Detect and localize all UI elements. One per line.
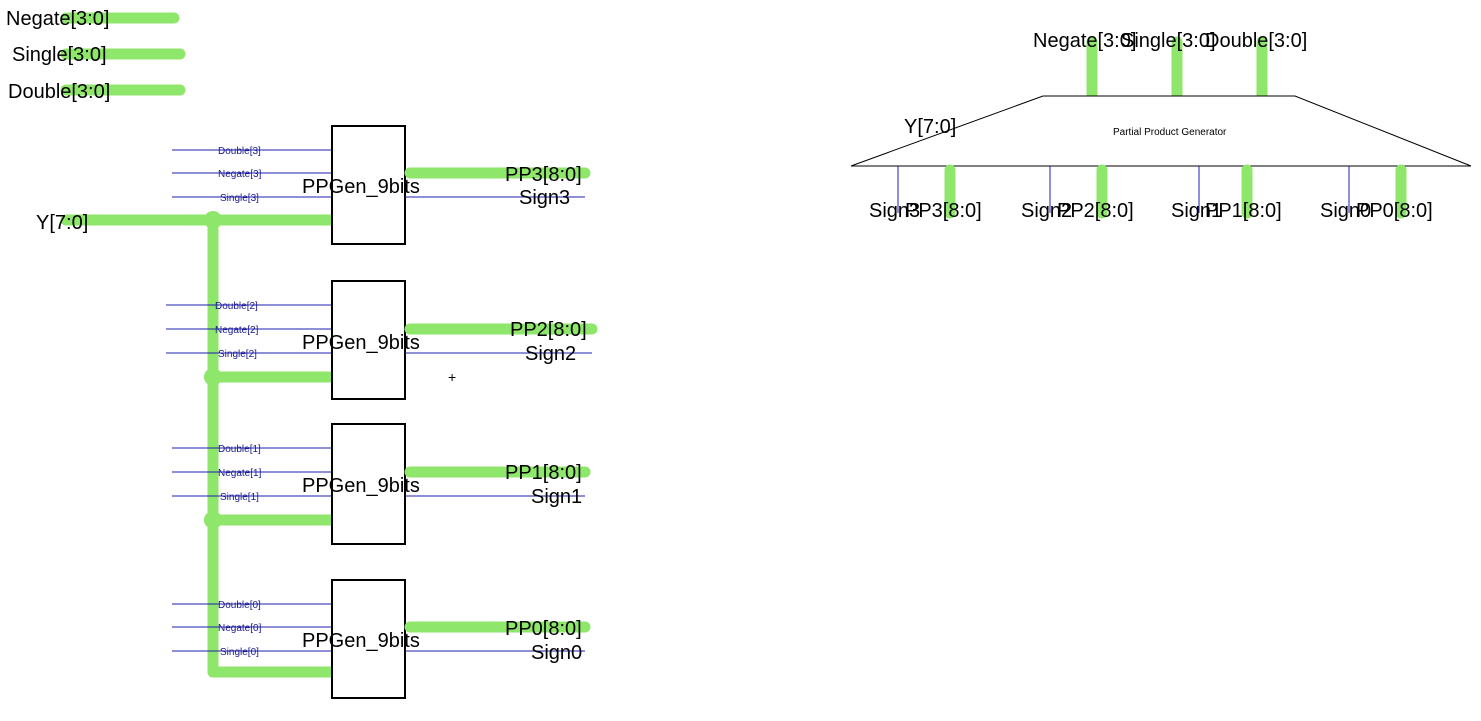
- cursor-crosshair: +: [448, 369, 456, 385]
- input-label: Negate[2]: [215, 325, 259, 336]
- ppg-symbol-body[interactable]: [850, 95, 1472, 167]
- negate-input-label: Negate[3:0]: [6, 8, 109, 30]
- input-label: Negate[0]: [218, 623, 262, 634]
- ppgen-box[interactable]: [331, 280, 406, 400]
- input-label: Single[2]: [218, 349, 257, 360]
- ppgen-box[interactable]: [331, 423, 406, 545]
- sign-output-label: Sign3: [519, 187, 570, 209]
- input-label: Single[0]: [220, 647, 259, 658]
- input-label: Double[3]: [218, 146, 261, 157]
- input-label: Single[3]: [220, 193, 259, 204]
- ppgen-box[interactable]: [331, 125, 406, 245]
- symbol-sign-label: Sign3: [869, 200, 920, 222]
- input-label: Double[0]: [218, 600, 261, 611]
- input-label: Double[1]: [218, 444, 261, 455]
- symbol-negate-label: Negate[3:0]: [1033, 30, 1136, 52]
- block-name-label: PPGen_9bits: [302, 332, 420, 354]
- block-name-label: PPGen_9bits: [302, 475, 420, 497]
- input-label: Negate[1]: [218, 468, 262, 479]
- pp-output-label: PP1[8:0]: [505, 462, 582, 484]
- ppgen-block-1[interactable]: Double[1] Negate[1] Single[1] PPGen_9bit…: [172, 423, 591, 545]
- sign-output-label: Sign1: [531, 486, 582, 508]
- junction-dot: [204, 368, 222, 386]
- input-label: Negate[3]: [218, 169, 262, 180]
- ppg-symbol[interactable]: Partial Product Generator Y[7:0] Negate[…: [850, 30, 1472, 222]
- y-bus: Y[7:0]: [36, 211, 336, 678]
- ppgen-block-2[interactable]: Double[2] Negate[2] Single[2] PPGen_9bit…: [166, 280, 598, 400]
- symbol-single-label: Single[3:0]: [1121, 30, 1216, 52]
- symbol-pp-label: PP0[8:0]: [1356, 200, 1433, 222]
- y-input-label: Y[7:0]: [36, 212, 88, 234]
- ppgen-block-0[interactable]: Double[0] Negate[0] Single[0] PPGen_9bit…: [172, 579, 591, 699]
- ppgen-box[interactable]: [331, 579, 406, 699]
- symbol-sign-label: Sign1: [1171, 200, 1222, 222]
- symbol-pp-label: PP1[8:0]: [1205, 200, 1282, 222]
- ppg-symbol-title: Partial Product Generator: [1113, 127, 1227, 138]
- symbol-pp-label: PP3[8:0]: [905, 200, 982, 222]
- single-input-label: Single[3:0]: [12, 44, 107, 66]
- input-label: Double[2]: [215, 301, 258, 312]
- pp-output-label: PP3[8:0]: [505, 164, 582, 186]
- junction-dot: [204, 511, 222, 529]
- double-input-label: Double[3:0]: [8, 81, 110, 103]
- pp-output-label: PP0[8:0]: [505, 618, 582, 640]
- top-left-inputs: Negate[3:0] Single[3:0] Double[3:0]: [6, 8, 186, 103]
- junction-dot: [204, 211, 222, 229]
- block-name-label: PPGen_9bits: [302, 630, 420, 652]
- symbol-sign-label: Sign0: [1320, 200, 1371, 222]
- symbol-double-label: Double[3:0]: [1205, 30, 1307, 52]
- block-name-label: PPGen_9bits: [302, 176, 420, 198]
- input-label: Single[1]: [220, 492, 259, 503]
- symbol-y-label: Y[7:0]: [904, 116, 956, 138]
- ppgen-block-3[interactable]: Double[3] Negate[3] Single[3] PPGen_9bit…: [172, 125, 591, 245]
- sign-output-label: Sign2: [525, 343, 576, 365]
- symbol-sign-label: Sign2: [1021, 200, 1072, 222]
- sign-output-label: Sign0: [531, 642, 582, 664]
- pp-output-label: PP2[8:0]: [510, 319, 587, 341]
- symbol-pp-label: PP2[8:0]: [1057, 200, 1134, 222]
